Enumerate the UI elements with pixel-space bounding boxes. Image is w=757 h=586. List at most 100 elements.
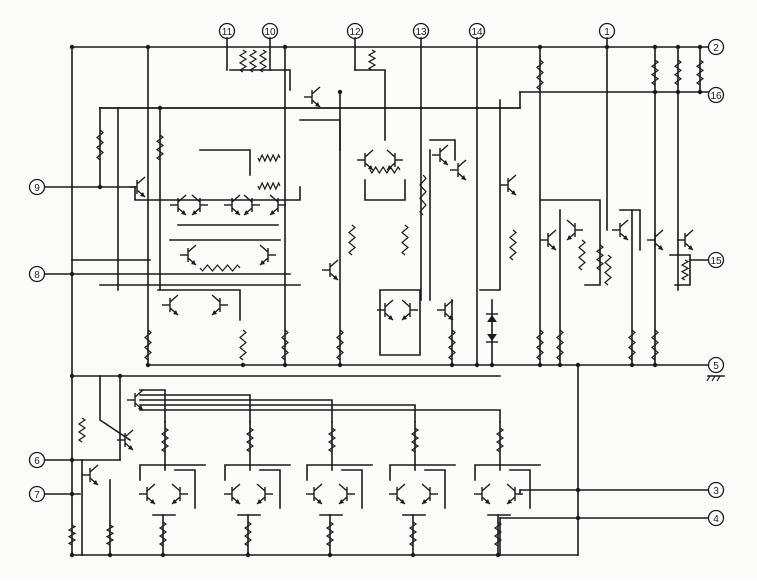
junction [652,44,658,50]
power-rails [41,46,709,556]
pin-1-label: 1 [604,27,610,38]
junction [69,552,75,558]
resistor [348,224,356,256]
pin-1: 1 [598,22,616,40]
resistor [650,59,660,86]
junction [282,362,288,368]
junction [337,89,343,95]
junction [537,362,543,368]
junction [675,89,681,95]
resistor [401,224,409,256]
transistor [322,259,339,281]
pin-12-label: 12 [349,27,361,38]
transistor [306,483,323,505]
pin-3-label: 3 [713,486,719,497]
junction [575,515,581,521]
resistor [369,165,401,175]
diode-pair [486,299,498,366]
junction [69,491,75,497]
transistor [612,219,629,241]
wire [429,139,456,161]
resistor [628,329,636,361]
transistor [474,483,491,505]
pin-2-label: 2 [713,43,719,54]
resistor [199,264,241,272]
junction [97,184,103,190]
resistor-group [67,49,705,547]
transistor [224,483,241,505]
transistor [211,294,228,316]
resistor [536,59,544,91]
transistor [432,144,449,166]
wire [354,69,386,141]
wire [139,404,416,423]
junction [575,362,581,368]
wire [669,254,691,286]
resistor [509,229,517,261]
junction [69,271,75,277]
pin-13-label: 13 [415,27,427,38]
pin-9-label: 9 [34,183,40,194]
pin-leads [226,37,608,366]
junction [495,552,501,558]
pin-11-label: 11 [222,27,233,38]
transistor [377,299,394,321]
pin-11: 11 [218,22,236,40]
wire [99,375,132,442]
resistor [536,329,544,361]
resistor [257,153,281,163]
resistor [680,259,690,281]
pin-4-label: 4 [713,514,719,525]
pin-15: 15 [707,251,725,269]
pin-16-label: 16 [710,91,722,102]
transistor [338,483,355,505]
wire [389,464,456,481]
ground-symbol [706,375,725,382]
pin-14: 14 [468,22,486,40]
resistor [77,417,87,443]
resistor [336,329,344,361]
pin-10-label: 10 [264,27,276,38]
wire [619,209,641,251]
wire [364,179,406,201]
junction [337,362,343,368]
wire [174,469,196,509]
pin-9: 9 [28,178,46,196]
resistor [493,521,503,547]
transistor [500,174,517,196]
transistor [170,194,187,216]
pin-6-label: 6 [34,456,40,467]
junction [697,44,703,50]
junction [160,552,166,558]
resistor [258,49,268,73]
wire [379,289,421,356]
resistor [604,254,612,286]
junction [675,44,681,50]
resistor [448,329,456,361]
junction [327,552,333,558]
transistor [259,244,276,266]
wire [259,469,281,509]
internal-wiring [71,46,701,556]
transistor [224,194,241,216]
resistor [578,239,586,271]
pin-12: 12 [346,22,364,40]
transistor [566,219,583,241]
resistor [158,521,168,547]
resistor [327,427,337,453]
transistor [127,389,144,411]
pin-10: 10 [261,22,279,40]
junction [652,89,658,95]
wire [424,469,446,509]
pin-7-label: 7 [34,490,40,501]
transistor [269,194,286,216]
resistor [155,134,165,161]
resistor [105,524,115,546]
transistor [129,176,146,198]
transistor [647,229,664,251]
junction [575,487,581,493]
junction [145,44,151,50]
transistor [256,483,273,505]
